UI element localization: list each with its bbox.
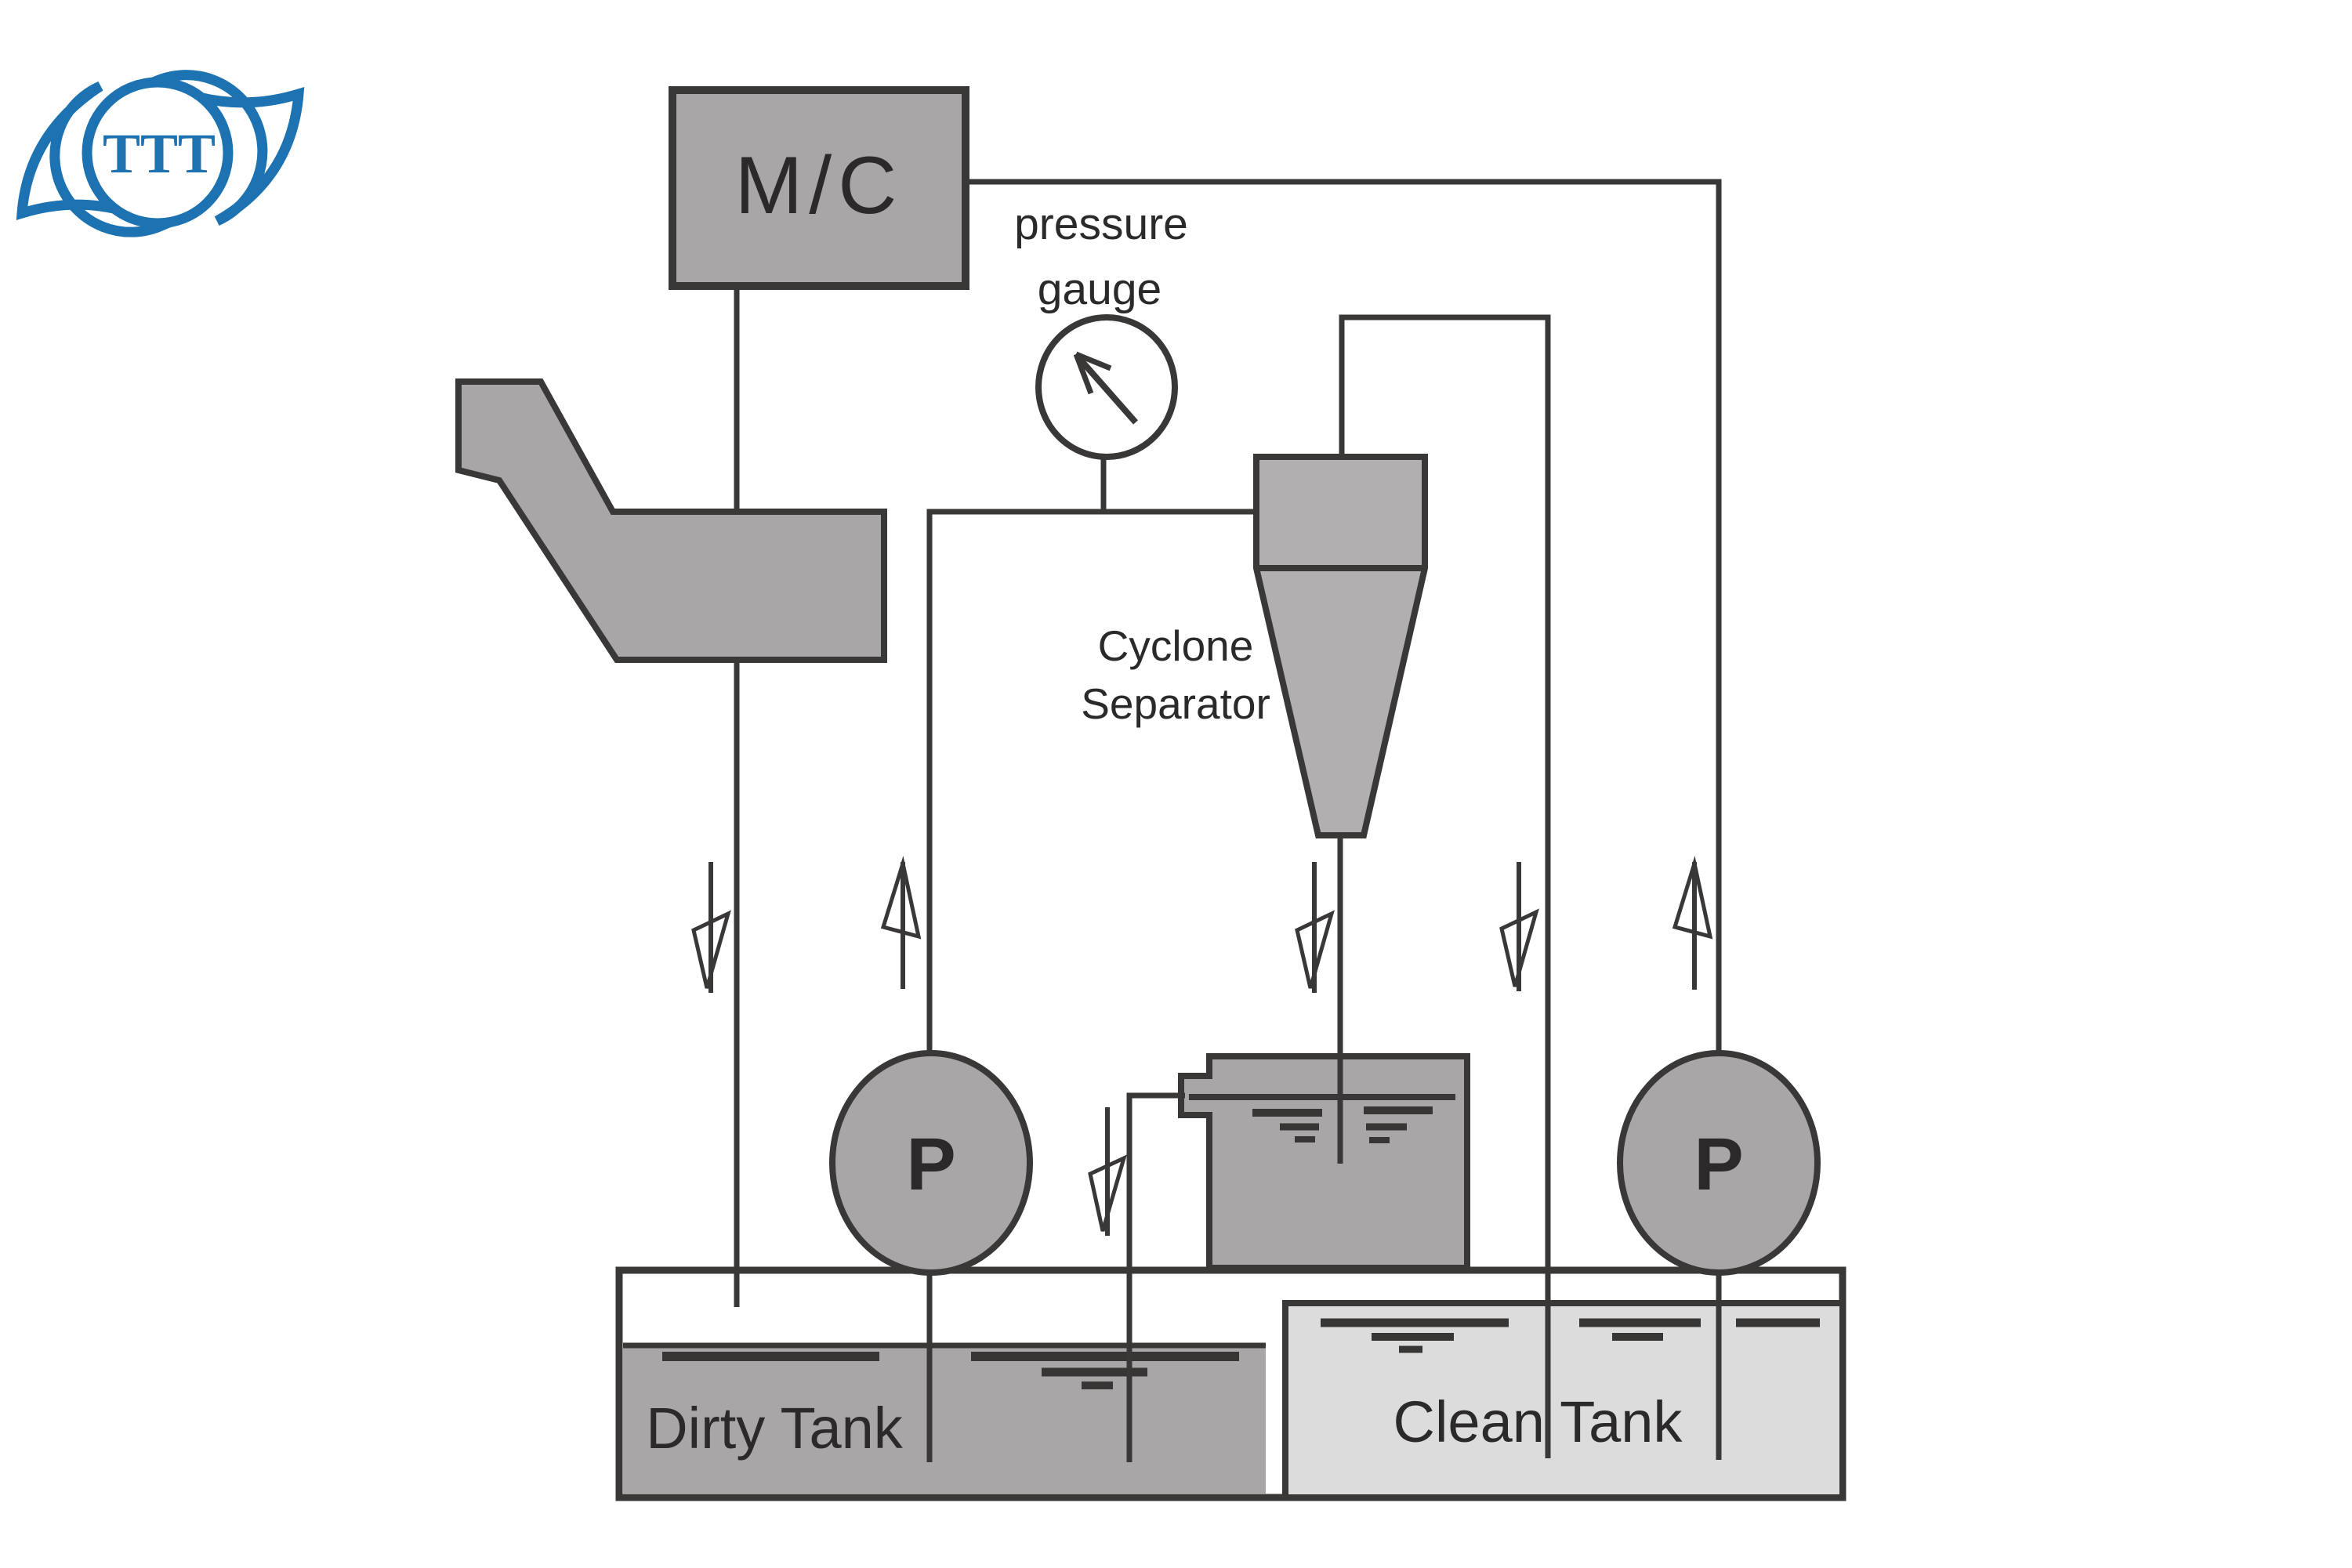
company-logo: TTT [16,70,305,237]
piping [734,179,1722,1462]
machine-unit: M/C [669,86,969,290]
pump-left: P [829,1050,1033,1276]
pressure-gauge: pressure gauge [1014,199,1188,460]
settling-tank-body [1178,1053,1470,1271]
pump-left-label: P [906,1123,955,1206]
pipe-right-pump-to-mc [966,179,1722,1054]
pump-right: P [1617,1050,1821,1276]
flow-arrow-down-mc-line [691,862,731,993]
logo-text: TTT [103,122,216,185]
mc-box [669,86,969,290]
gauge-needle [1073,351,1139,425]
pump-right-label: P [1694,1123,1743,1206]
pipe-left-pump-to-cyclone [926,509,1256,1054]
clean-tank-label: Clean Tank [1393,1389,1683,1454]
cyclone-label-line1: Cyclone [1098,621,1254,670]
tank-assembly: Dirty Tank Clean Tank [615,1266,1846,1501]
dirty-tank-liquid [623,1343,1266,1494]
mc-label: M/C [735,140,904,231]
flow-arrow-down-overflow-line [1499,862,1539,991]
pump-left-body [829,1050,1033,1276]
clean-tank-surface-marks [1321,1318,1820,1353]
pipe-cyclone-overflow-to-clean-tank [1339,314,1551,1458]
chip-conveyor-shape [455,378,887,663]
cyclone-separator: Cyclone Separator [1081,454,1428,838]
dirty-tank-label: Dirty Tank [646,1396,904,1461]
settling-tank [1178,1053,1470,1271]
flow-arrows [691,856,1713,1236]
logo-circle [82,77,234,229]
flow-arrow-down-underflow-line [1295,862,1335,993]
gauge-label-line2: gauge [1038,264,1162,314]
cyclone-label-line2: Separator [1081,679,1270,728]
flow-arrow-down-settling-overflow [1088,1107,1127,1236]
flow-arrow-up-right-pump-line [1672,856,1713,990]
gauge-label-line1: pressure [1014,199,1188,249]
pipe-settling-overflow-to-dirty-tank [1126,1092,1185,1462]
pump-right-body [1617,1050,1821,1276]
settling-tank-surface-marks [1252,1106,1433,1143]
flow-arrow-up-left-pump-line [880,856,922,989]
cyclone-body [1253,454,1428,838]
